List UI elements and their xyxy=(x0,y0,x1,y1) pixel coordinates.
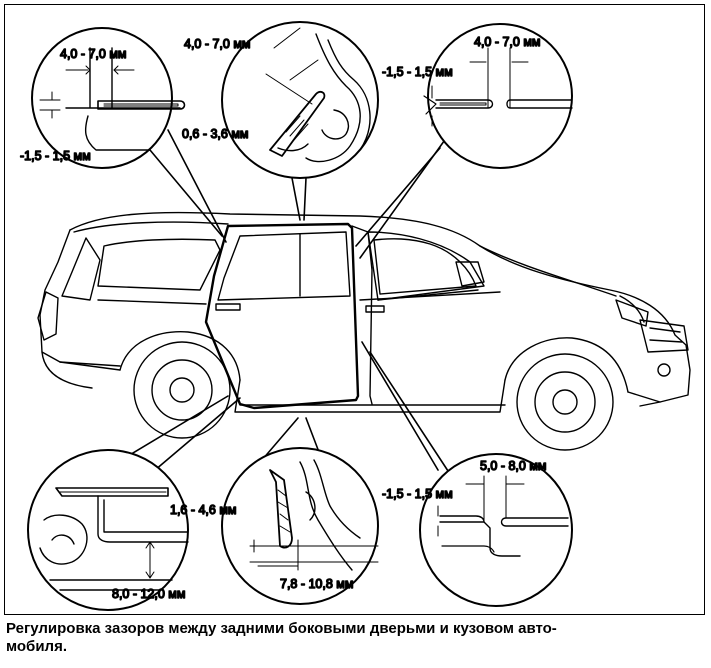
caption-line-2: мобиля. xyxy=(6,638,67,655)
top-left-gap-label: 4,0 - 7,0 мм xyxy=(60,47,127,61)
bottom-right-gap-label: 5,0 - 8,0 мм xyxy=(480,459,547,473)
top-right-flush-label: -1,5 - 1,5 мм xyxy=(382,65,453,79)
callout-top-center xyxy=(221,21,379,179)
bottom-left-overlap-label: 8,0 - 12,0 мм xyxy=(112,587,185,601)
leader-lines xyxy=(107,129,453,477)
top-right-gap-label: 4,0 - 7,0 мм xyxy=(474,35,541,49)
bottom-left-gap-label: 1,6 - 4,6 мм xyxy=(170,503,237,517)
callout-bottom-center xyxy=(221,447,379,605)
top-left-flush-label: -1,5 - 1,5 мм xyxy=(20,149,91,163)
top-center-gap-label: 4,0 - 7,0 мм xyxy=(184,37,251,51)
callout-top-right xyxy=(423,23,573,169)
callout-bottom-right xyxy=(419,453,573,607)
bottom-right-flush-label: -1,5 - 1,5 мм xyxy=(382,487,453,501)
top-center-clearance-label: 0,6 - 3,6 мм xyxy=(182,127,249,141)
vehicle-outline xyxy=(37,211,691,451)
bottom-center-gap-label: 7,8 - 10,8 мм xyxy=(280,577,353,591)
figure-caption: Регулировка зазоров между задними боковы… xyxy=(6,620,706,656)
figure-frame xyxy=(4,4,705,615)
door-gap-diagram: 4,0 - 7,0 мм -1,5 - 1,5 мм 4,0 - 7,0 мм … xyxy=(19,21,691,611)
callout-bottom-left xyxy=(27,449,189,611)
caption-line-1: Регулировка зазоров между задними боковы… xyxy=(6,620,557,637)
callout-top-left xyxy=(31,27,186,169)
